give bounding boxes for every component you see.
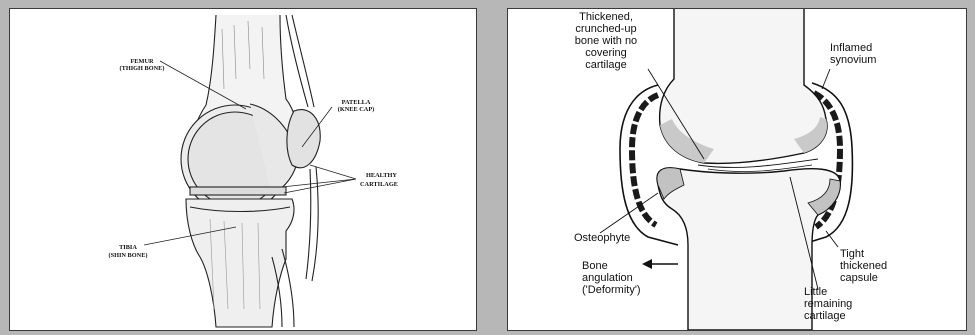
- thickened-bone-label-5: cartilage: [585, 59, 627, 71]
- arthritic-knee-panel: Thickened, crunched-up bone with no cove…: [489, 0, 975, 335]
- patella-label: PATELLA: [342, 99, 371, 106]
- tight-capsule-label-1: Tight: [840, 248, 864, 260]
- arthritic-knee-frame: Thickened, crunched-up bone with no cove…: [507, 8, 967, 331]
- bone-angulation-label-1: Bone: [582, 260, 608, 272]
- little-cartilage-label-1: Little: [804, 286, 827, 298]
- bone-angulation-label-3: ('Deformity'): [582, 284, 641, 296]
- little-cartilage-label-3: cartilage: [804, 310, 846, 322]
- little-cartilage-label-2: remaining: [804, 298, 852, 310]
- tibia-sublabel: (SHIN BONE): [108, 252, 147, 259]
- bone-angulation-label-2: angulation: [582, 272, 633, 284]
- thickened-bone-label-3: bone with no: [575, 35, 637, 47]
- patella-sublabel: (KNEE CAP): [338, 106, 375, 113]
- osteophyte-label: Osteophyte: [574, 232, 630, 244]
- healthy-cartilage-label: HEALTHY: [366, 172, 397, 179]
- thickened-bone-label-1: Thickened,: [579, 11, 633, 23]
- osteophyte-leader: [600, 193, 658, 233]
- femur-sublabel: (THIGH BONE): [120, 65, 165, 72]
- thickened-bone-label-4: covering: [585, 47, 627, 59]
- tibia-label: TIBIA: [119, 244, 137, 251]
- left-thickened-capsule: [632, 95, 658, 225]
- healthy-knee-frame: FEMUR (THIGH BONE) PATELLA (KNEE CAP) HE…: [9, 8, 477, 331]
- synovium-label-1: Inflamed: [830, 42, 872, 54]
- arthritic-knee-illustration: Thickened, crunched-up bone with no cove…: [508, 9, 966, 330]
- femur-label: FEMUR: [130, 58, 154, 65]
- patella: [287, 110, 320, 168]
- synovium-leader: [822, 69, 830, 89]
- healthy-cartilage-band: [190, 187, 286, 195]
- tight-capsule-label-3: capsule: [840, 272, 878, 284]
- tight-capsule-label-2: thickened: [840, 260, 887, 272]
- healthy-cartilage-sublabel: CARTILAGE: [360, 181, 398, 188]
- tibia: [186, 199, 294, 327]
- synovium-label-2: synovium: [830, 54, 876, 66]
- healthy-knee-panel: FEMUR (THIGH BONE) PATELLA (KNEE CAP) HE…: [0, 0, 487, 335]
- deformity-arrow-icon: [642, 259, 678, 269]
- healthy-knee-illustration: FEMUR (THIGH BONE) PATELLA (KNEE CAP) HE…: [10, 9, 476, 330]
- thickened-bone-label-2: crunched-up: [575, 23, 636, 35]
